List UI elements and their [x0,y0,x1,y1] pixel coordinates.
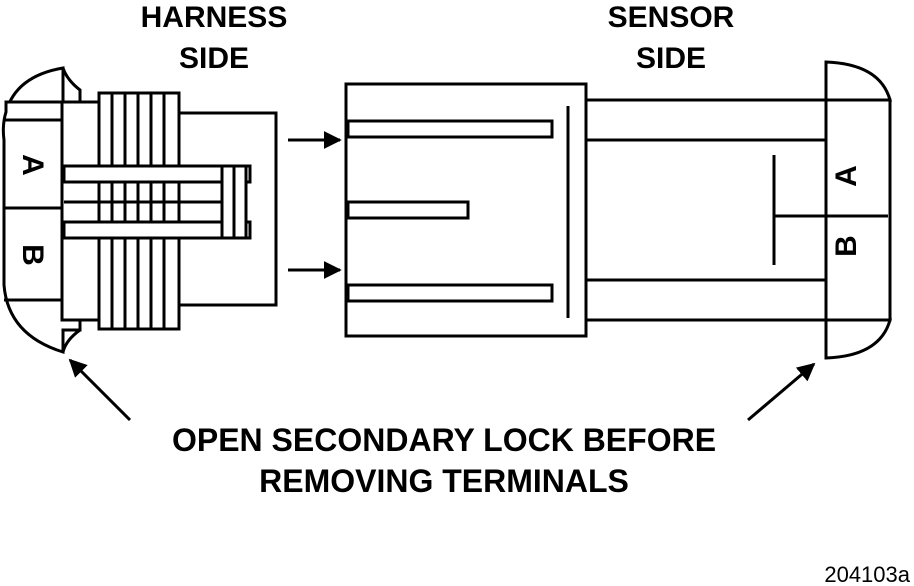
leader-arrow-harness-lock [68,358,132,422]
harness-secondary-lock-bottom [61,328,81,353]
figure-reference: 204103a [824,562,910,586]
harness-side-title-line1: HARNESS [141,1,288,34]
note-line1: OPEN SECONDARY LOCK BEFORE [172,422,716,458]
harness-terminal-a [62,164,252,184]
harness-connector: A B [1,66,278,355]
note-line2: REMOVING TERMINALS [259,463,629,499]
sensor-end-cap [824,98,892,322]
leader-arrow-sensor-lock [747,362,816,422]
sensor-side-title-line1: SENSOR [608,1,735,34]
harness-housing-plate [60,100,101,322]
sensor-side-title-line2: SIDE [636,42,706,75]
sensor-pin-b-label: B [830,235,863,257]
harness-pin-a-label: A [16,154,49,176]
sensor-secondary-lock-bottom [824,318,892,360]
harness-secondary-lock-top [61,67,82,102]
harness-terminal-b [62,220,252,240]
harness-side-title-line2: SIDE [179,42,249,75]
sensor-terminal-slot-bottom [346,283,554,303]
sensor-terminal-slot-middle [346,200,470,220]
sensor-pin-a-label: A [830,165,863,187]
harness-pin-b-label: B [16,244,49,266]
sensor-terminal-slot-top [346,119,554,139]
sensor-connector: A B [344,60,892,360]
sensor-secondary-lock-top [824,60,892,102]
